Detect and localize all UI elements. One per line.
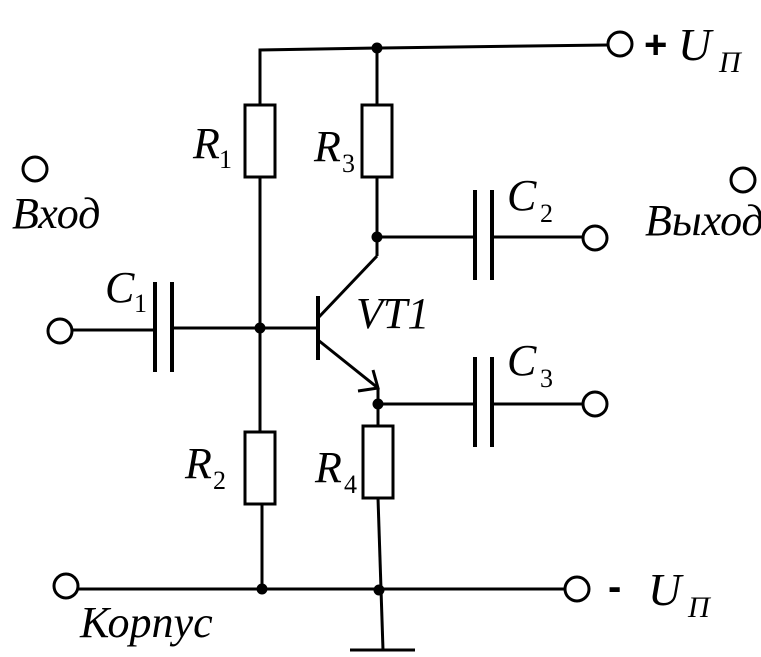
label-c2-letter: C [507,171,537,220]
label-r4-sub: 4 [344,470,357,499]
junction-base [254,322,266,334]
wires [72,43,609,652]
capacitor-c2 [473,190,494,280]
label-transistor: VT1 [356,289,429,338]
label-supply-minus-letter: U [648,564,684,615]
resistor-r4 [361,424,395,500]
label-r1-letter: R [192,119,220,168]
label-input: Вход [12,189,100,238]
resistor-r3 [360,103,394,179]
transistor-emitter-arrow [357,369,380,393]
label-output: Выход [645,196,761,245]
label-c1-letter: C [105,263,135,312]
label-supply-minus-sign: - [608,565,621,609]
junction-ground-left [256,583,268,595]
label-c3-letter: C [507,336,537,385]
terminal-input-top[interactable] [21,155,49,183]
label-c3-sub: 3 [540,364,553,393]
junction-top [371,42,383,54]
label-ground: Корпус [79,598,213,647]
label-supply-plus-sign: + [644,23,667,67]
terminal-output-top[interactable] [729,166,757,194]
label-r3-letter: R [313,122,341,171]
wire-r4-ground [376,497,385,651]
label-r4-letter: R [314,443,342,492]
terminal-output-c3[interactable] [581,390,609,418]
wire-top-rail [258,43,609,105]
capacitor-c3 [473,357,494,447]
label-supply-minus-sub: П [687,591,712,624]
resistor-r2 [243,430,277,506]
label-r2-letter: R [184,439,212,488]
capacitor-c1 [153,282,174,372]
label-c2-sub: 2 [540,199,553,228]
label-r3-sub: 3 [342,149,355,178]
transistor-emitter-lead [317,338,379,390]
junction-collector [371,231,383,243]
label-r1-sub: 1 [219,145,232,174]
terminal-input[interactable] [46,317,74,345]
terminal-output-c2[interactable] [581,224,609,252]
transistor-vt1 [316,254,380,393]
resistor-r1 [243,103,277,179]
label-c1-sub: 1 [134,289,147,318]
terminal-supply-plus[interactable] [606,30,634,58]
junction-ground-right [373,584,385,596]
label-supply-plus-letter: U [678,19,714,70]
label-supply-plus-sub: П [718,46,743,79]
terminal-supply-minus[interactable] [563,575,591,603]
terminal-ground-left[interactable] [52,572,80,600]
junction-emitter [372,398,384,410]
transistor-collector-lead [316,254,379,320]
label-r2-sub: 2 [213,466,226,495]
